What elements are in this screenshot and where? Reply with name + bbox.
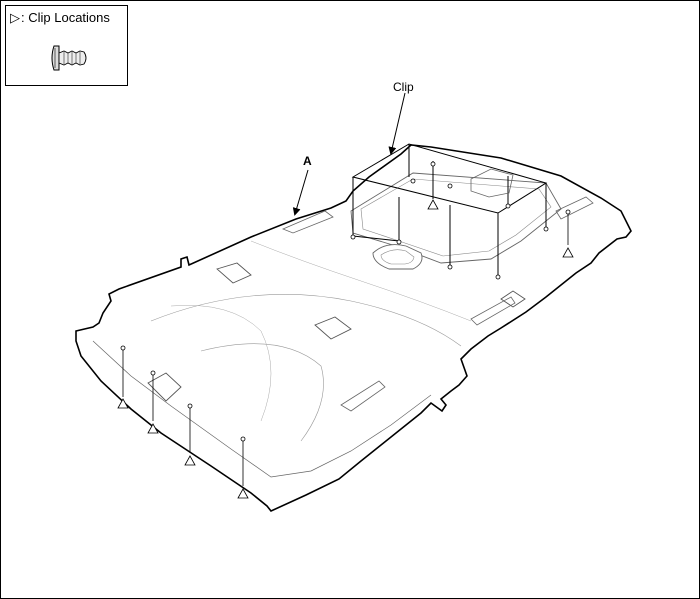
rear-lamp: [500, 290, 526, 308]
legend-box: ▷: Clip Locations: [5, 5, 128, 86]
headliner-inner-edge: [92, 340, 432, 478]
clip-detail-box: [351, 143, 548, 276]
visor-pad-left: [216, 262, 252, 284]
assist-handle-right: [470, 296, 516, 326]
front-lamp: [147, 372, 182, 402]
sunroof-handle: [372, 244, 423, 270]
part-a-label: A: [303, 154, 312, 168]
clip-markers: [117, 161, 574, 499]
clip-arrow: [388, 92, 406, 155]
legend-triangle-icon: ▷: [10, 10, 20, 25]
clip-label: Clip: [393, 80, 414, 94]
visor-pad-center: [314, 316, 352, 340]
clip-points: [350, 178, 549, 280]
legend-label: ▷: Clip Locations: [10, 10, 110, 26]
legend-title: : Clip Locations: [21, 10, 110, 25]
map-lamp-area: [470, 168, 514, 198]
headliner-outline: [75, 144, 632, 512]
assist-handle-rear: [340, 380, 386, 412]
side-clip-left: [281, 210, 334, 234]
clip-icon: [51, 45, 87, 71]
sunroof-frame: [350, 172, 562, 264]
part-a-arrow: [292, 169, 309, 216]
